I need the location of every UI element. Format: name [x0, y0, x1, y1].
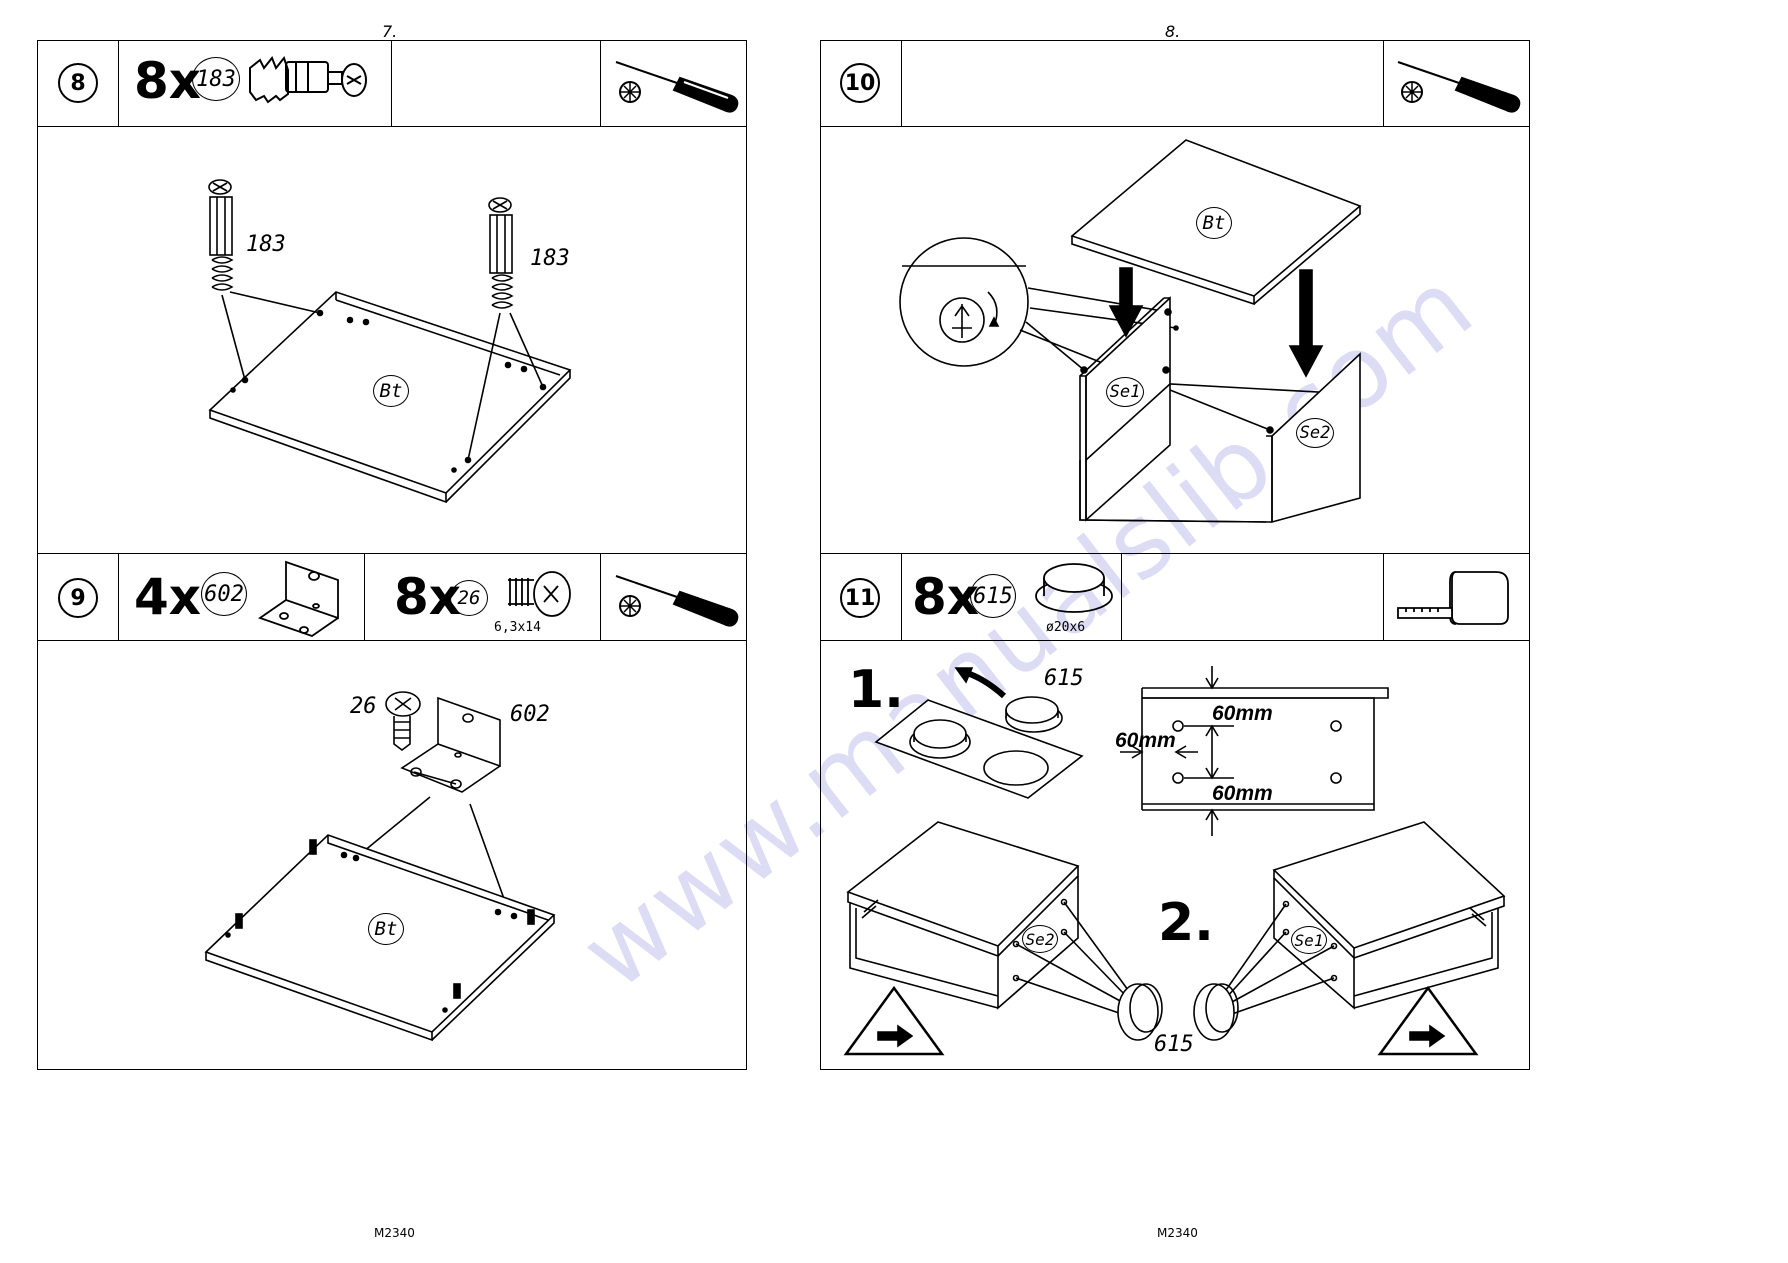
left-page-frame — [37, 40, 747, 1070]
step-11-number: 11 — [840, 578, 880, 618]
divider — [118, 553, 119, 640]
footer-code-left: M2340 — [374, 1226, 415, 1240]
step-9-screw-size: 6,3x14 — [494, 620, 541, 635]
dim-bottom: 60mm — [1212, 782, 1273, 805]
step-11-substep-1: 1. — [848, 660, 904, 720]
divider — [1383, 40, 1384, 126]
screw-icon — [508, 571, 571, 617]
step-9-panel-diagram — [204, 691, 556, 1042]
step-11-substep-2: 2. — [1158, 893, 1214, 953]
divider — [600, 553, 601, 640]
divider — [37, 553, 747, 554]
step-8-panel-label: Bt — [373, 375, 409, 407]
step-9-quantity-2: 8x — [394, 568, 462, 626]
screwdriver-icon — [615, 575, 739, 627]
divider — [118, 40, 119, 126]
angle-bracket-icon — [258, 560, 339, 637]
step-11-callout-pad-top: 615 — [1044, 666, 1084, 691]
step-8-panel-diagram — [208, 179, 572, 504]
step-9-quantity-1: 4x — [134, 568, 202, 626]
divider — [820, 126, 1530, 127]
tape-measure-icon — [1397, 571, 1509, 625]
step-11-quantity: 8x — [912, 568, 980, 626]
step-9-number: 9 — [58, 578, 98, 618]
divider — [820, 553, 1530, 554]
step-9-callout-26: 26 — [350, 694, 377, 719]
step-9-part-2: 26 — [450, 580, 488, 616]
divider — [1383, 553, 1384, 640]
step-8-callout-2: 183 — [530, 246, 570, 271]
felt-pad-icon — [1035, 563, 1113, 613]
step-8-quantity: 8x — [134, 52, 202, 110]
page-number-right: 8. — [1165, 22, 1181, 41]
step-10-top-panel-label: Bt — [1196, 207, 1232, 239]
footer-code-right: M2340 — [1157, 1226, 1198, 1240]
divider — [37, 640, 747, 641]
step-9-part-1: 602 — [201, 572, 247, 616]
step-11-left-panel-label: Se2 — [1022, 925, 1058, 953]
step-8-number: 8 — [58, 63, 98, 103]
dim-left: 60mm — [1115, 729, 1176, 752]
divider — [37, 126, 747, 127]
screwdriver-icon — [615, 61, 739, 113]
cabinet-right-pads-diagram — [1193, 821, 1506, 1056]
step-11-pad-size: ø20x6 — [1046, 620, 1086, 635]
cabinet-left-pads-diagram — [843, 821, 1163, 1056]
step-8-part-number: 183 — [192, 57, 240, 101]
step-10-right-side-label: Se2 — [1296, 418, 1334, 448]
pad-application-diagram — [874, 667, 1084, 799]
step-10-assembly-diagram — [899, 139, 1362, 524]
page-number-left: 7. — [382, 22, 398, 41]
divider — [901, 553, 902, 640]
step-9-panel-label: Bt — [368, 913, 404, 945]
right-page-frame — [820, 40, 1530, 1070]
screwdriver-icon — [1397, 61, 1521, 113]
pad-position-measurement-diagram — [1120, 666, 1389, 836]
divider — [820, 640, 1530, 641]
divider — [364, 553, 365, 640]
step-11-callout-pad-bottom: 615 — [1154, 1032, 1194, 1057]
divider — [391, 40, 392, 126]
divider — [1121, 553, 1122, 640]
step-10-number: 10 — [840, 63, 880, 103]
step-11-part: 615 — [970, 574, 1016, 618]
step-11-right-panel-label: Se1 — [1291, 926, 1327, 954]
dim-top: 60mm — [1212, 702, 1273, 725]
step-8-callout-1: 183 — [246, 232, 286, 257]
step-10-left-side-label: Se1 — [1106, 377, 1144, 407]
divider — [901, 40, 902, 126]
cam-bolt-icon — [249, 55, 367, 104]
divider — [600, 40, 601, 126]
step-9-callout-602: 602 — [510, 702, 550, 727]
